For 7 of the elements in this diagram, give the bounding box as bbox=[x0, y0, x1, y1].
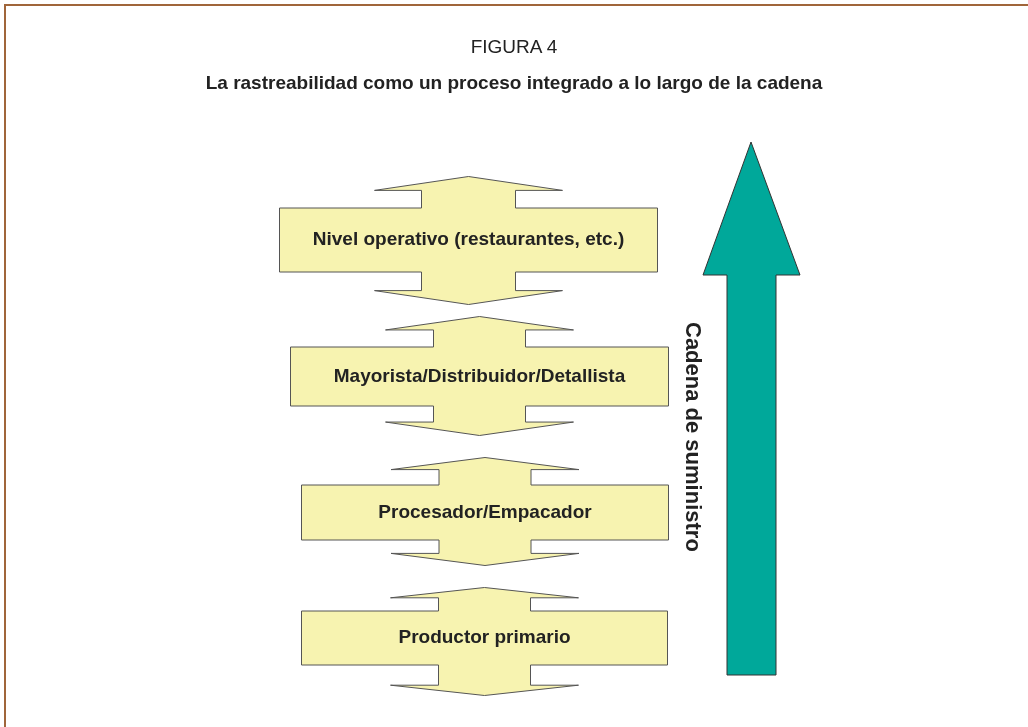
node-label: Procesador/Empacador bbox=[377, 500, 593, 523]
node-label: Nivel operativo (restaurantes, etc.) bbox=[311, 228, 626, 250]
node-label: Productor primario bbox=[397, 626, 572, 648]
figure-title: La rastreabilidad como un proceso integrado a lo largo de la cadena bbox=[204, 72, 824, 94]
vertical-label: Cadena de suministro bbox=[680, 322, 706, 552]
figure-number: FIGURA 4 bbox=[469, 36, 559, 58]
node-label: Mayorista/Distribuidor/Detallista bbox=[332, 364, 627, 387]
